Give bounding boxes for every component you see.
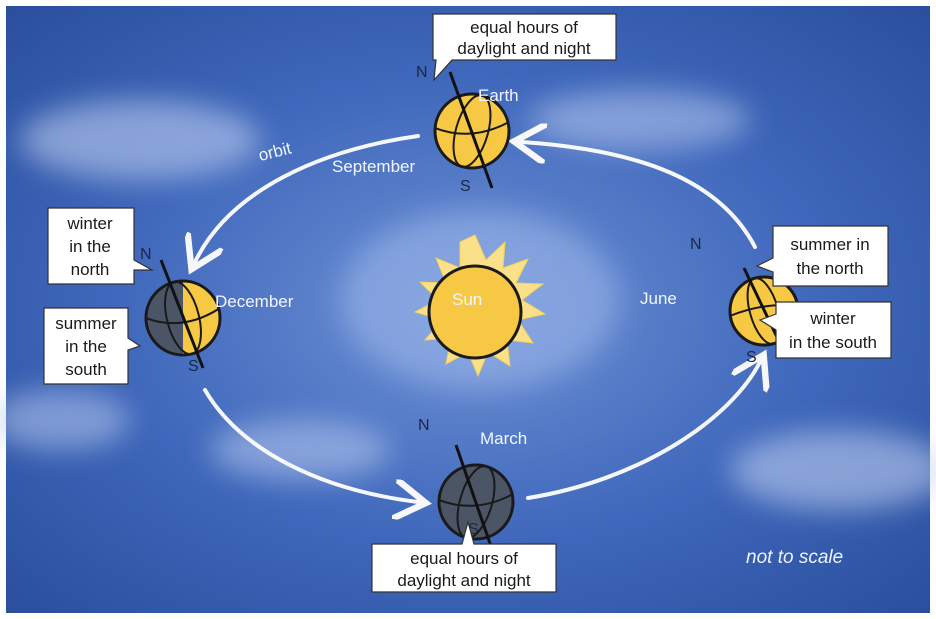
pole-north-december: N xyxy=(140,246,152,263)
callout-june-south-line2: in the south xyxy=(789,333,877,352)
pole-north-september: N xyxy=(416,64,428,81)
pole-north-march: N xyxy=(418,417,430,434)
sun-disc xyxy=(429,266,521,358)
callout-december-north-line3: north xyxy=(71,260,110,279)
callout-december-south-line2: in the xyxy=(65,337,107,356)
callout-june-north-line1: summer in xyxy=(790,235,869,254)
pole-north-june: N xyxy=(690,236,702,253)
not-to-scale-note: not to scale xyxy=(746,547,843,568)
callout-june-south: winter in the south xyxy=(760,302,891,358)
month-september: September xyxy=(332,157,415,176)
month-december: December xyxy=(215,292,294,311)
callout-december-south: summer in the south xyxy=(44,308,140,384)
callout-march-line1: equal hours of xyxy=(410,549,518,568)
earth-label: Earth xyxy=(478,86,519,105)
pole-south-december: S xyxy=(188,358,199,375)
callout-september-line2: daylight and night xyxy=(457,39,591,58)
callout-december-south-line1: summer xyxy=(55,314,117,333)
callout-march-line2: daylight and night xyxy=(397,571,531,590)
month-march: March xyxy=(480,429,527,448)
callout-june-north: summer in the north xyxy=(757,226,888,286)
pole-south-september: S xyxy=(460,178,471,195)
sun-label: Sun xyxy=(452,290,482,309)
month-june: June xyxy=(640,289,677,308)
callout-june-north-line2: the north xyxy=(796,259,863,278)
callout-june-south-line1: winter xyxy=(809,309,856,328)
callout-september-line1: equal hours of xyxy=(470,18,578,37)
callout-december-north-line1: winter xyxy=(66,214,113,233)
callout-december-south-line3: south xyxy=(65,360,107,379)
callout-december-north-line2: in the xyxy=(69,237,111,256)
pole-south-june: S xyxy=(746,349,757,366)
